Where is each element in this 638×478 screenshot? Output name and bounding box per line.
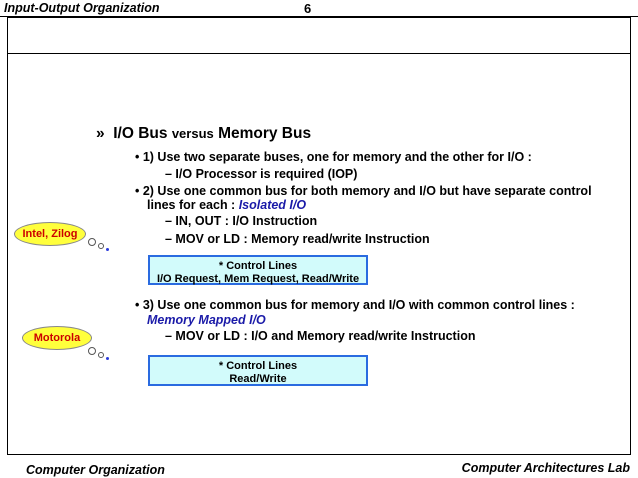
heading-marker: » xyxy=(96,125,105,142)
item-2-line1: • 2) Use one common bus for both memory … xyxy=(135,184,592,198)
footer-right: Computer Architectures Lab xyxy=(461,461,630,475)
callout-1-bubble-large xyxy=(88,238,96,246)
control-lines-box-1: * Control Lines I/O Request, Mem Request… xyxy=(148,255,368,285)
item-3-line1: • 3) Use one common bus for memory and I… xyxy=(135,298,575,312)
title-area-divider xyxy=(7,53,631,54)
heading-versus: versus xyxy=(171,126,214,141)
memory-mapped-io-term: Memory Mapped I/O xyxy=(147,313,266,327)
item-1-sub: – I/O Processor is required (IOP) xyxy=(165,167,358,181)
heading-memory-bus: Memory Bus xyxy=(218,125,312,142)
box-1-line2: I/O Request, Mem Request, Read/Write xyxy=(156,272,360,285)
callout-intel-zilog: Intel, Zilog xyxy=(14,222,86,246)
item-2-sub1: – IN, OUT : I/O Instruction xyxy=(165,214,318,228)
heading-io-bus: I/O Bus xyxy=(113,125,168,142)
callout-2-bubble-large xyxy=(88,347,96,355)
item-2-sub2: – MOV or LD : Memory read/write Instruct… xyxy=(165,232,430,246)
page-number: 6 xyxy=(304,1,312,16)
content-frame xyxy=(7,17,631,455)
item-2-line2: lines for each : Isolated I/O xyxy=(147,198,306,212)
box-2-line1: * Control Lines xyxy=(218,360,298,372)
box-1-line1: * Control Lines xyxy=(218,260,298,272)
callout-1-bubble-small xyxy=(98,243,104,249)
callout-1-bubble-dot xyxy=(106,248,109,251)
item-1: • 1) Use two separate buses, one for mem… xyxy=(135,150,532,164)
callout-motorola: Motorola xyxy=(22,326,92,350)
item-3-sub1: – MOV or LD : I/O and Memory read/write … xyxy=(165,329,476,343)
header-title: Input-Output Organization xyxy=(4,1,160,15)
header-rule xyxy=(0,16,638,17)
footer-left: Computer Organization xyxy=(26,463,165,477)
isolated-io-term: Isolated I/O xyxy=(238,198,307,212)
callout-2-bubble-small xyxy=(98,352,104,358)
main-heading: » I/O Bus versus Memory Bus xyxy=(96,125,311,143)
item-2-line2-text: lines for each : xyxy=(147,198,239,212)
box-2-line2: Read/Write xyxy=(229,372,287,385)
control-lines-box-2: * Control Lines Read/Write xyxy=(148,355,368,386)
callout-2-bubble-dot xyxy=(106,357,109,360)
